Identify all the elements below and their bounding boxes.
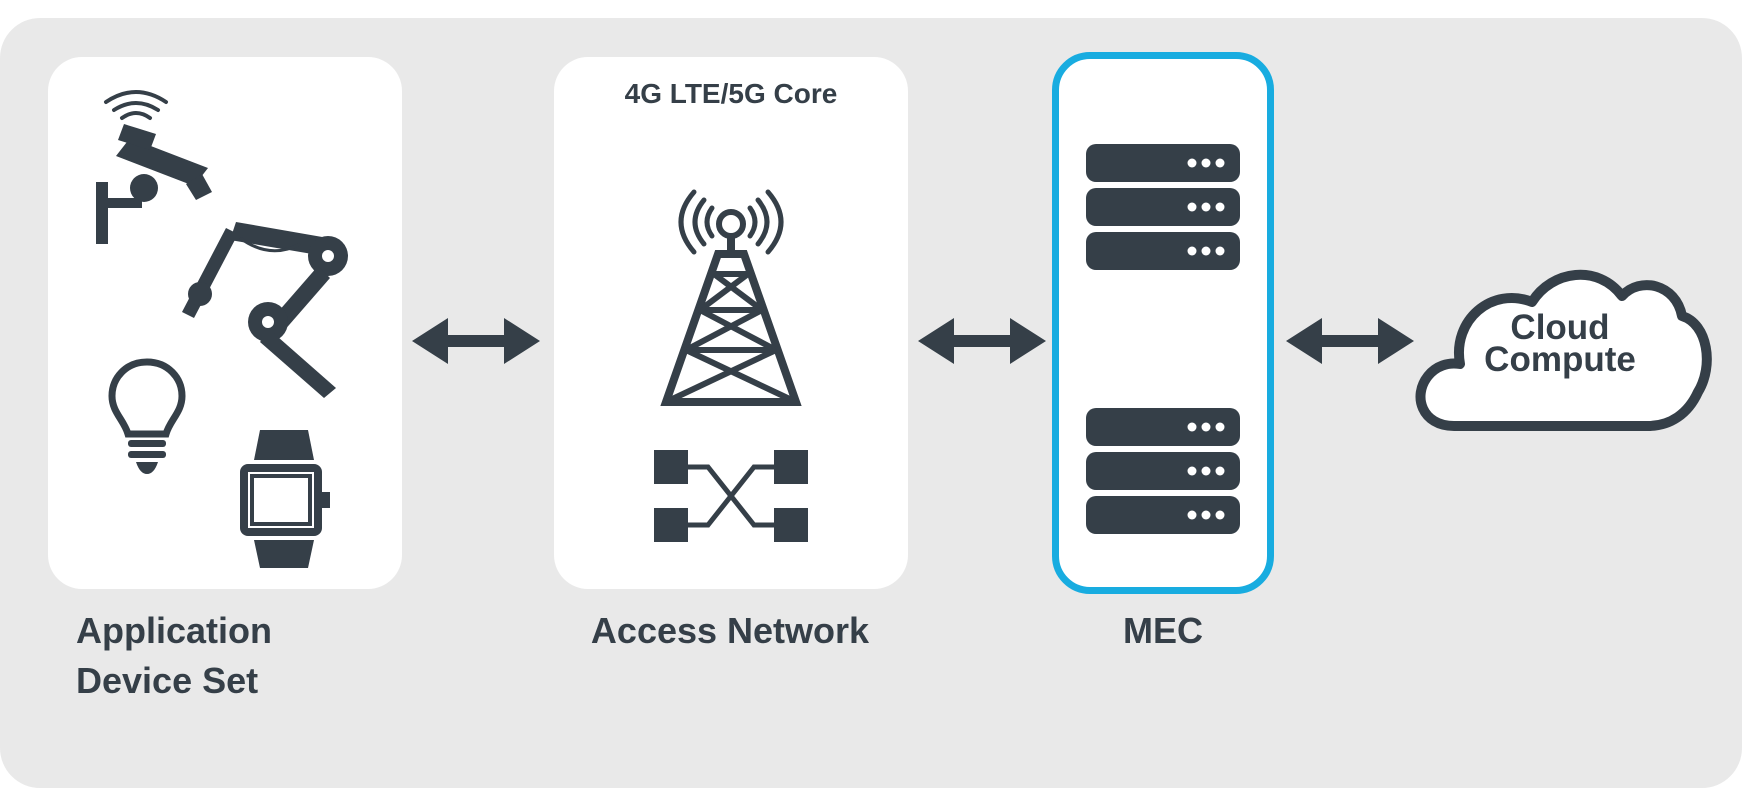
cell-tower-icon [660,189,802,406]
application-device-set-panel [48,57,402,589]
smartwatch-icon [240,430,330,568]
cloud-icon [1415,269,1712,431]
bidirectional-arrow-icon [918,318,1046,364]
bidirectional-arrow-icon [1286,318,1414,364]
core-network-header: 4G LTE/5G Core [624,78,838,109]
server-rack-icon [1086,144,1240,270]
robotic-arm-icon [182,222,348,398]
application-device-set-label: Application Device Set [76,610,272,701]
server-rack-icon [1086,408,1240,534]
wifi-security-camera-icon [96,90,212,244]
bidirectional-arrow-icon [412,318,540,364]
access-network-label: Access Network [590,610,870,651]
light-bulb-icon [108,358,186,474]
cloud-compute-label: Cloud Compute [1484,308,1636,379]
network-switch-icon [654,450,808,542]
mec-label: MEC [1123,610,1203,651]
